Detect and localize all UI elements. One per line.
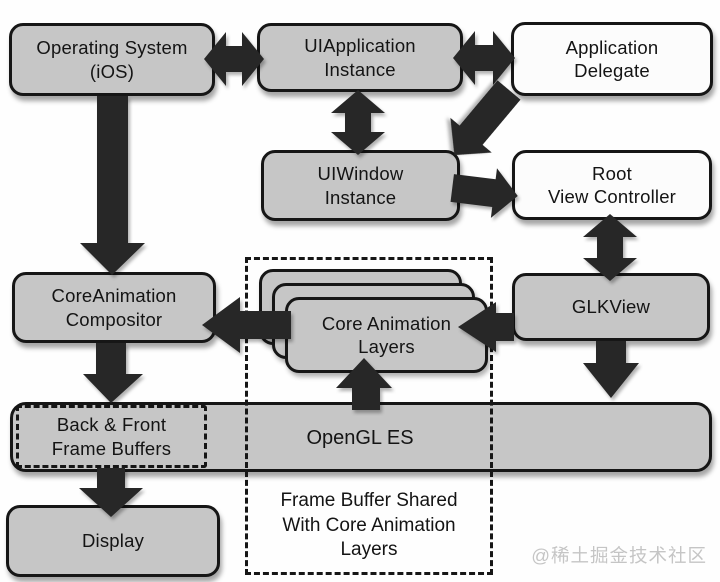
operating-system-node: Operating System (iOS) (9, 23, 215, 96)
application-delegate-label: Application Delegate (565, 36, 659, 81)
back-front-frame-buffers-label: Back & Front Frame Buffers (51, 414, 172, 459)
coreanimation-compositor-label: CoreAnimation Compositor (51, 285, 177, 330)
arrow-compositor-framebuffers (83, 343, 143, 403)
application-delegate-node: Application Delegate (511, 22, 713, 96)
uiapplication-instance-node: UIApplication Instance (257, 23, 463, 92)
display-label: Display (81, 530, 145, 552)
arrow-uiapplication-uiwindow (331, 90, 385, 155)
coreanimation-compositor-node: CoreAnimation Compositor (12, 272, 216, 343)
uiwindow-instance-label: UIWindow Instance (317, 163, 404, 208)
core-animation-layers-node: Core Animation Layers (285, 297, 488, 373)
core-animation-layers-label: Core Animation Layers (321, 312, 452, 357)
operating-system-label: Operating System (iOS) (36, 37, 188, 82)
display-node: Display (6, 505, 220, 577)
watermark-text: @稀土掘金技术社区 (531, 545, 707, 566)
arrow-os-compositor (80, 96, 145, 275)
uiwindow-instance-node: UIWindow Instance (261, 150, 460, 221)
arrow-glkview-opengl (583, 341, 639, 398)
opengl-es-label: OpenGL ES (306, 427, 414, 449)
root-view-controller-node: Root View Controller (512, 150, 712, 220)
shared-frame-buffer-region (245, 257, 493, 575)
glkview-label: GLKView (571, 296, 651, 318)
root-view-controller-label: Root View Controller (547, 162, 677, 207)
shared-frame-buffer-note: Frame Buffer Shared With Core Animation … (280, 490, 458, 561)
uiapplication-instance-label: UIApplication Instance (304, 35, 416, 80)
glkview-node: GLKView (512, 273, 710, 341)
arrow-rootvc-glkview (583, 214, 637, 281)
back-front-frame-buffers-node: Back & Front Frame Buffers (16, 405, 207, 468)
